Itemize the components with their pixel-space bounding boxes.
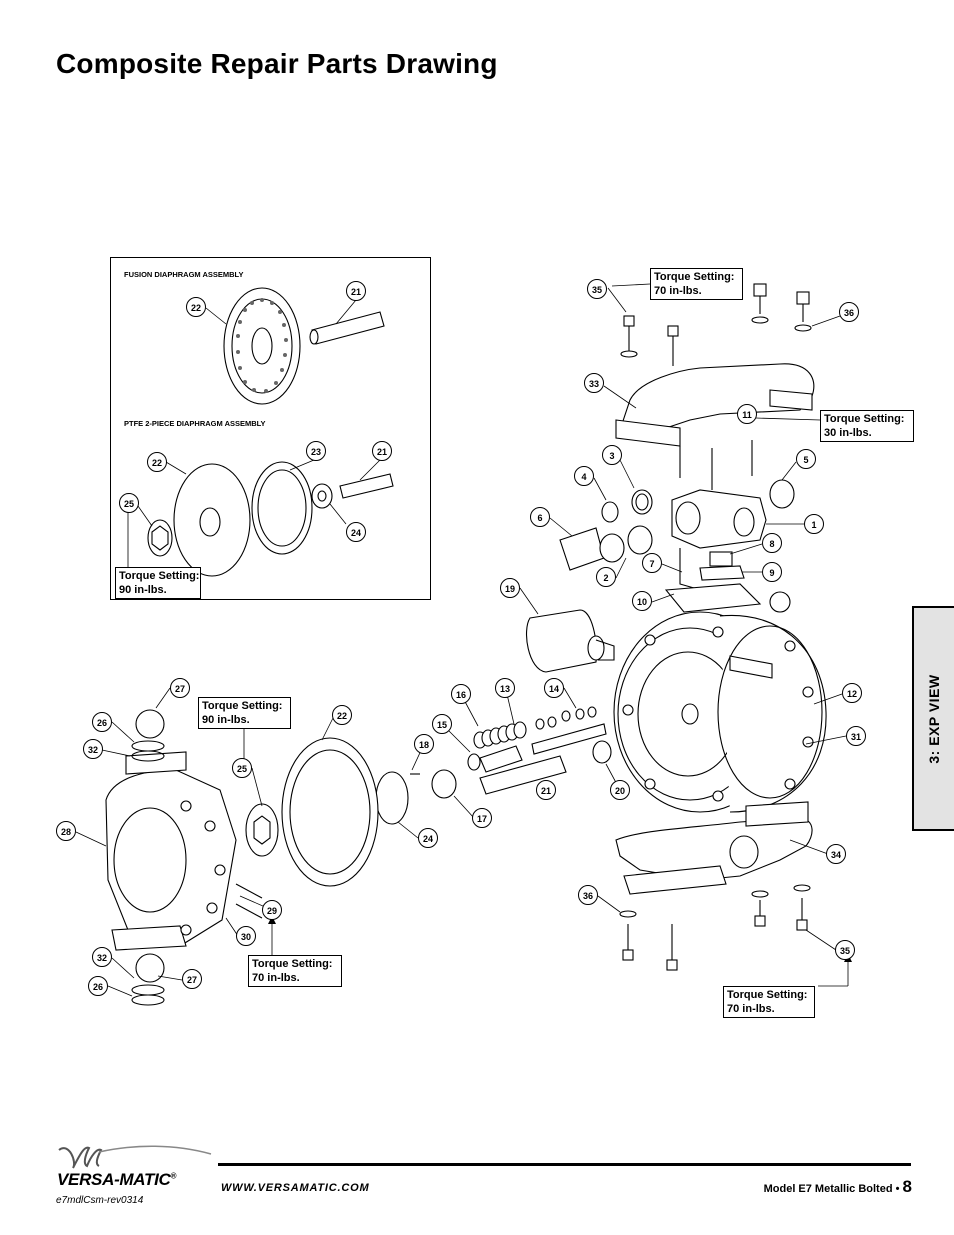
side-tab-label: 3: EXP VIEW	[926, 673, 942, 764]
callout-35: 35	[835, 940, 855, 960]
torque-value: 90 in-lbs.	[119, 584, 167, 596]
torque-box-air-valve: Torque Setting: 30 in-lbs.	[820, 410, 914, 442]
callout-16: 16	[451, 684, 471, 704]
callout-15: 15	[432, 714, 452, 734]
callout-33: 33	[584, 373, 604, 393]
section-side-tab: 3: EXP VIEW	[912, 606, 954, 831]
brand-name: VERSA-MATIC	[57, 1170, 171, 1189]
callout-31: 31	[846, 726, 866, 746]
document-code: e7mdlCsm-rev0314	[56, 1195, 144, 1206]
callout-5: 5	[796, 449, 816, 469]
callout-13: 13	[495, 678, 515, 698]
torque-label: Torque Setting:	[824, 413, 905, 425]
website-link[interactable]: WWW.VERSAMATIC.COM	[221, 1182, 370, 1194]
callout-22: 22	[332, 705, 352, 725]
callout-26: 26	[92, 712, 112, 732]
torque-value: 70 in-lbs.	[654, 285, 702, 297]
callout-8: 8	[762, 533, 782, 553]
diaphragm-inset-box	[110, 257, 431, 600]
callout-24: 24	[346, 522, 366, 542]
callout-27: 27	[170, 678, 190, 698]
torque-label: Torque Setting:	[727, 989, 808, 1001]
callout-28: 28	[56, 821, 76, 841]
callout-21: 21	[536, 780, 556, 800]
callout-1: 1	[804, 514, 824, 534]
callout-10: 10	[632, 591, 652, 611]
page-title: Composite Repair Parts Drawing	[56, 48, 498, 79]
callout-26: 26	[88, 976, 108, 996]
model-page-label: Model E7 Metallic Bolted • 8	[764, 1177, 912, 1197]
torque-box-manifold-top: Torque Setting: 70 in-lbs.	[650, 268, 743, 300]
callout-6: 6	[530, 507, 550, 527]
versa-matic-logo-icon	[58, 1145, 212, 1169]
callout-25: 25	[119, 493, 139, 513]
callout-32: 32	[92, 947, 112, 967]
registered-mark: ®	[170, 1171, 177, 1181]
callout-11: 11	[737, 404, 757, 424]
callout-4: 4	[574, 466, 594, 486]
torque-label: Torque Setting:	[202, 700, 283, 712]
callout-9: 9	[762, 562, 782, 582]
callout-23: 23	[306, 441, 326, 461]
callout-22: 22	[147, 452, 167, 472]
torque-value: 30 in-lbs.	[824, 427, 872, 439]
callout-25: 25	[232, 758, 252, 778]
callout-3: 3	[602, 445, 622, 465]
fusion-diaphragm-label: FUSION DIAPHRAGM ASSEMBLY	[124, 270, 244, 279]
callout-18: 18	[414, 734, 434, 754]
callout-14: 14	[544, 678, 564, 698]
callout-29: 29	[262, 900, 282, 920]
model-name: Model E7 Metallic Bolted •	[763, 1183, 903, 1195]
callout-36: 36	[839, 302, 859, 322]
brand-logo-text: VERSA-MATIC®	[57, 1170, 176, 1190]
callout-21: 21	[372, 441, 392, 461]
callout-35: 35	[587, 279, 607, 299]
callout-34: 34	[826, 844, 846, 864]
torque-box-inset-ptfe: Torque Setting: 90 in-lbs.	[115, 567, 201, 599]
torque-label: Torque Setting:	[654, 271, 735, 283]
callout-22: 22	[186, 297, 206, 317]
callout-24: 24	[418, 828, 438, 848]
callout-32: 32	[83, 739, 103, 759]
torque-value: 70 in-lbs.	[252, 972, 300, 984]
callout-21: 21	[346, 281, 366, 301]
callout-19: 19	[500, 578, 520, 598]
torque-box-diaphragm-plate: Torque Setting: 90 in-lbs.	[198, 697, 291, 729]
torque-label: Torque Setting:	[252, 958, 333, 970]
callout-2: 2	[596, 567, 616, 587]
callout-20: 20	[610, 780, 630, 800]
footer-rule	[218, 1163, 911, 1166]
ptfe-diaphragm-label: PTFE 2-PIECE DIAPHRAGM ASSEMBLY	[124, 419, 266, 428]
callout-27: 27	[182, 969, 202, 989]
torque-value: 70 in-lbs.	[727, 1003, 775, 1015]
callout-17: 17	[472, 808, 492, 828]
callout-30: 30	[236, 926, 256, 946]
callout-7: 7	[642, 553, 662, 573]
torque-box-outer-chamber: Torque Setting: 70 in-lbs.	[248, 955, 342, 987]
torque-label: Torque Setting:	[119, 570, 200, 582]
torque-value: 90 in-lbs.	[202, 714, 250, 726]
page-number: 8	[902, 1177, 912, 1196]
torque-box-manifold-bottom: Torque Setting: 70 in-lbs.	[723, 986, 815, 1018]
callout-36: 36	[578, 885, 598, 905]
callout-12: 12	[842, 683, 862, 703]
